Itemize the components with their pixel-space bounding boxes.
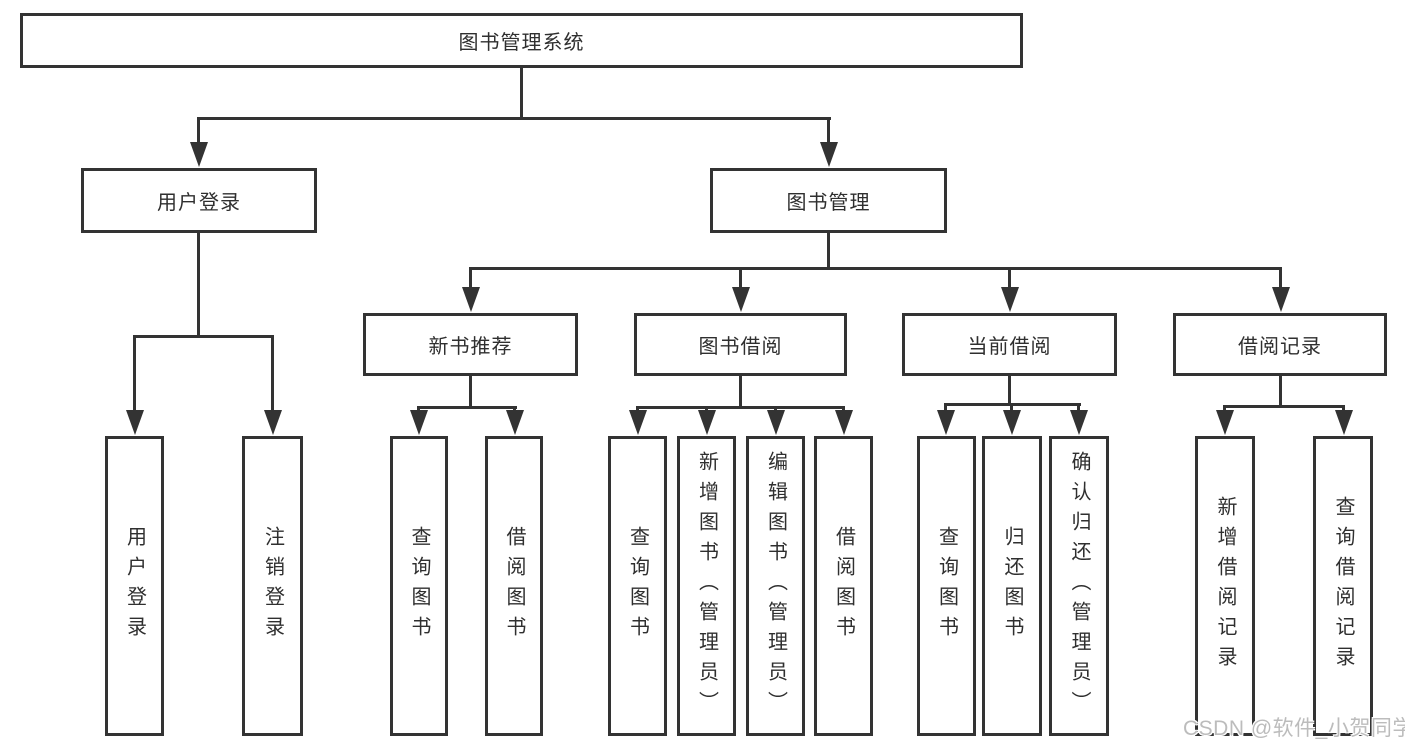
leaf-confirm-return-admin: 确认归还（管理员） (1049, 436, 1109, 736)
arrowhead-icon (936, 410, 955, 435)
node-current-borrow-label: 当前借阅 (967, 336, 1052, 358)
leaf-borrow-book-1-label: 借阅图书 (503, 526, 525, 646)
arrowhead-icon (125, 410, 144, 435)
connector-line (1342, 405, 1345, 412)
connector-line (636, 406, 845, 409)
arrowhead-icon (505, 410, 524, 435)
node-book-borrow-label: 图书借阅 (698, 336, 783, 358)
leaf-query-book-3-label: 查询图书 (935, 526, 958, 646)
node-book-borrow: 图书借阅 (634, 313, 847, 376)
node-user-login: 用户登录 (81, 168, 317, 233)
leaf-user-login-label: 用户登录 (123, 526, 146, 646)
arrowhead-icon (189, 142, 208, 167)
arrowhead-icon (834, 410, 853, 435)
leaf-edit-book-admin: 编辑图书（管理员） (746, 436, 805, 736)
leaf-query-book-1: 查询图书 (390, 436, 448, 736)
arrowhead-icon (1215, 410, 1234, 435)
leaf-confirm-return-admin-label: 确认归还（管理员） (1068, 451, 1090, 721)
connector-line (271, 336, 274, 414)
node-root: 图书管理系统 (20, 13, 1023, 68)
connector-line (197, 233, 200, 338)
node-user-login-label: 用户登录 (157, 192, 241, 214)
node-borrow-record: 借阅记录 (1173, 313, 1387, 376)
connector-line (705, 406, 708, 412)
arrowhead-icon (819, 142, 838, 167)
connector-line (469, 376, 472, 409)
connector-line (1223, 405, 1345, 408)
connector-line (417, 406, 517, 409)
connector-line (739, 268, 742, 290)
connector-line (133, 336, 136, 414)
node-borrow-record-label: 借阅记录 (1238, 336, 1322, 358)
connector-line (1223, 405, 1226, 412)
leaf-user-login: 用户登录 (105, 436, 164, 736)
node-new-book-recommend: 新书推荐 (363, 313, 578, 376)
watermark: CSDN @软件_小贺同学 (1183, 717, 1405, 740)
leaf-query-borrow-record: 查询借阅记录 (1313, 436, 1373, 736)
connector-line (1279, 376, 1282, 408)
connector-line (1008, 268, 1011, 290)
arrowhead-icon (628, 410, 647, 435)
arrowhead-icon (461, 287, 480, 312)
connector-line (636, 406, 639, 412)
connector-line (469, 267, 1282, 270)
leaf-add-borrow-record: 新增借阅记录 (1195, 436, 1255, 736)
leaf-edit-book-admin-label: 编辑图书（管理员） (764, 451, 787, 721)
arrowhead-icon (766, 410, 785, 435)
connector-line (513, 406, 516, 412)
arrowhead-icon (697, 410, 716, 435)
leaf-query-book-2: 查询图书 (608, 436, 667, 736)
node-current-borrow: 当前借阅 (902, 313, 1117, 376)
leaf-logout-label: 注销登录 (261, 526, 284, 646)
leaf-add-book-admin-label: 新增图书（管理员） (695, 451, 718, 721)
connector-line (739, 376, 742, 409)
arrowhead-icon (1002, 410, 1021, 435)
connector-line (520, 68, 523, 120)
leaf-logout: 注销登录 (242, 436, 303, 736)
connector-line (197, 117, 200, 144)
connector-line (197, 117, 831, 120)
leaf-query-book-1-label: 查询图书 (408, 526, 430, 646)
node-new-book-recommend-label: 新书推荐 (428, 336, 513, 358)
node-book-management: 图书管理 (710, 168, 947, 233)
arrowhead-icon (1000, 287, 1019, 312)
connector-line (1010, 403, 1013, 412)
connector-line (842, 406, 845, 412)
connector-line (1077, 403, 1080, 412)
leaf-return-book: 归还图书 (982, 436, 1042, 736)
leaf-query-book-3: 查询图书 (917, 436, 976, 736)
node-root-label: 图书管理系统 (458, 32, 585, 54)
connector-line (133, 335, 274, 338)
connector-line (827, 117, 830, 144)
leaf-borrow-book-1: 借阅图书 (485, 436, 543, 736)
arrowhead-icon (731, 287, 750, 312)
connector-line (1279, 268, 1282, 290)
leaf-query-borrow-record-label: 查询借阅记录 (1332, 496, 1354, 676)
connector-line (944, 403, 947, 412)
leaf-add-book-admin: 新增图书（管理员） (677, 436, 736, 736)
leaf-query-book-2-label: 查询图书 (626, 526, 649, 646)
leaf-return-book-label: 归还图书 (1001, 526, 1023, 646)
leaf-add-borrow-record-label: 新增借阅记录 (1214, 496, 1236, 676)
leaf-borrow-book-2-label: 借阅图书 (832, 526, 855, 646)
arrowhead-icon (1271, 287, 1290, 312)
arrowhead-icon (263, 410, 282, 435)
leaf-borrow-book-2: 借阅图书 (814, 436, 873, 736)
arrowhead-icon (409, 410, 428, 435)
connector-line (827, 233, 830, 270)
connector-line (417, 406, 420, 412)
connector-line (1008, 376, 1011, 406)
connector-line (774, 406, 777, 412)
connector-line (469, 268, 472, 290)
node-book-management-label: 图书管理 (786, 192, 871, 214)
arrowhead-icon (1069, 410, 1088, 435)
arrowhead-icon (1334, 410, 1353, 435)
